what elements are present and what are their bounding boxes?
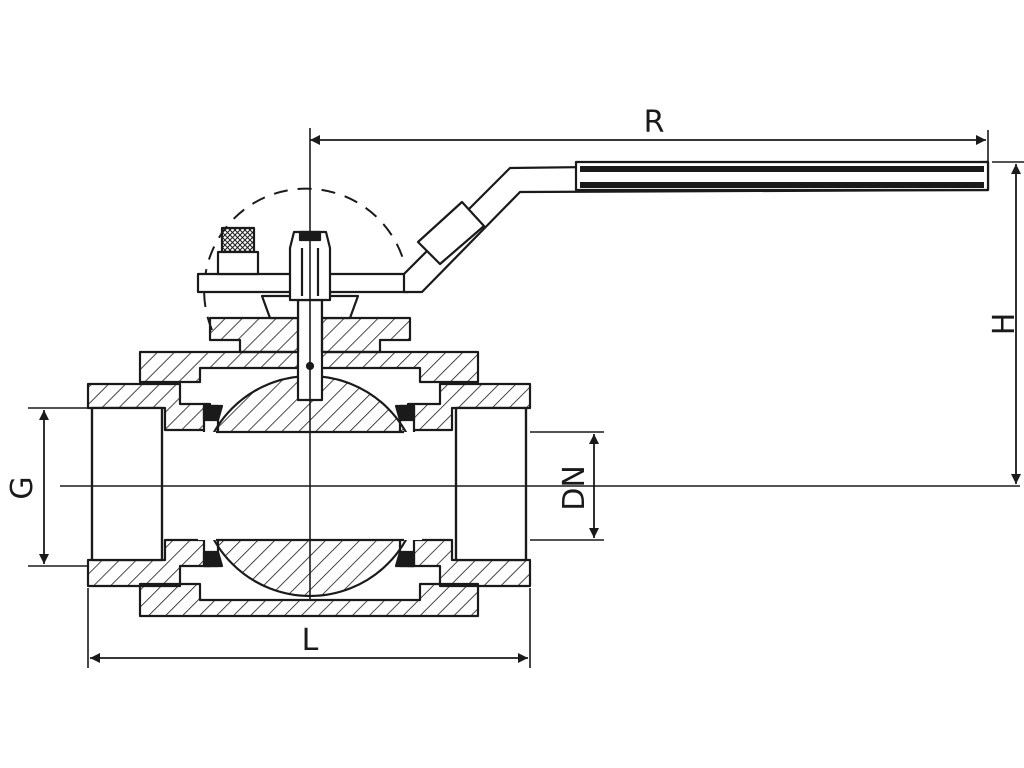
label-g: G [5,476,40,499]
left-thread-bore [90,406,164,562]
right-thread-bore [454,406,528,562]
locking-knob [220,226,256,254]
handle-sleeve [416,200,486,266]
label-l: L [302,623,319,658]
gland-nut [260,294,360,320]
label-h: H [987,313,1022,336]
body-lower-wall [138,582,480,618]
label-dn: DN [557,465,592,511]
label-r: R [644,105,665,140]
bonnet [208,316,300,354]
